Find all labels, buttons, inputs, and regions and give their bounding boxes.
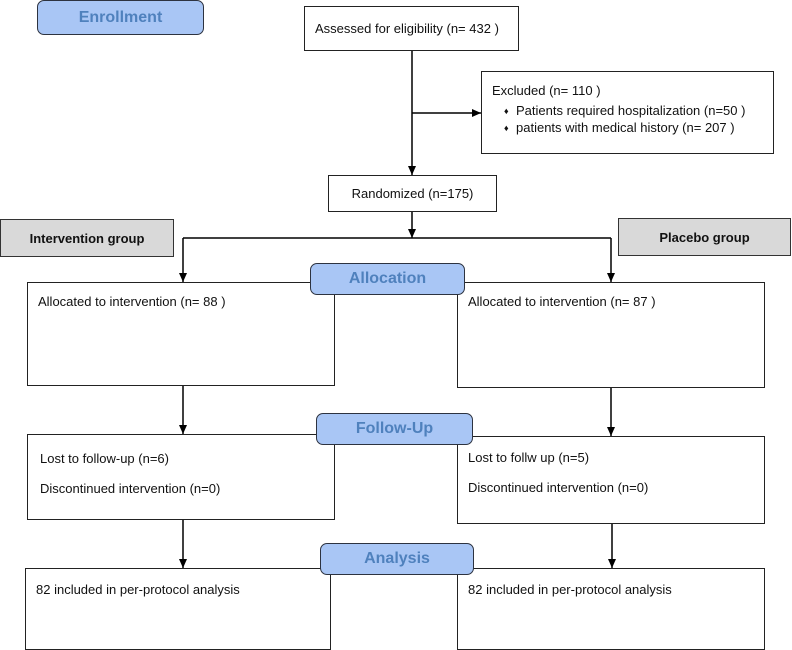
excluded-item: patients with medical history (n= 207 ) xyxy=(504,119,773,137)
randomized-text: Randomized (n=175) xyxy=(351,185,474,201)
excluded-box: Excluded (n= 110 ) Patients required hos… xyxy=(481,71,774,154)
right-allocation-box: Allocated to intervention (n= 87 ) xyxy=(457,282,765,388)
left-analysis-text: 82 included in per-protocol analysis xyxy=(36,582,240,597)
left-discontinued-text: Discontinued intervention (n=0) xyxy=(40,480,221,496)
stage-enrollment-label: Enrollment xyxy=(78,8,163,26)
left-allocation-text: Allocated to intervention (n= 88 ) xyxy=(38,294,226,309)
randomized-box: Randomized (n=175) xyxy=(328,175,497,212)
right-followup-box: Lost to follw up (n=5) Discontinued inte… xyxy=(457,436,765,524)
right-analysis-text: 82 included in per-protocol analysis xyxy=(468,582,672,597)
right-analysis-box: 82 included in per-protocol analysis xyxy=(457,568,765,650)
left-followup-box: Lost to follow-up (n=6) Discontinued int… xyxy=(27,434,335,520)
placebo-group-label: Placebo group xyxy=(618,218,791,256)
excluded-item: Patients required hospitalization (n=50 … xyxy=(504,102,773,120)
left-lost-text: Lost to follow-up (n=6) xyxy=(40,451,169,466)
stage-follow-up-label: Follow-Up xyxy=(355,420,434,437)
left-allocation-box: Allocated to intervention (n= 88 ) xyxy=(27,282,335,386)
excluded-list: Patients required hospitalization (n=50 … xyxy=(492,102,773,137)
right-lost-text: Lost to follw up (n=5) xyxy=(468,450,590,465)
assessed-text: Assessed for eligibility (n= 432 ) xyxy=(315,20,499,36)
assessed-box: Assessed for eligibility (n= 432 ) xyxy=(304,6,519,51)
stage-analysis-label: Analysis xyxy=(364,550,430,567)
intervention-group-text: Intervention group xyxy=(29,230,145,246)
placebo-group-text: Placebo group xyxy=(659,229,750,245)
right-discontinued-text: Discontinued intervention (n=0) xyxy=(468,479,649,495)
stage-allocation: Allocation xyxy=(310,263,465,295)
stage-follow-up: Follow-Up xyxy=(316,413,473,445)
left-analysis-box: 82 included in per-protocol analysis xyxy=(25,568,331,650)
intervention-group-label: Intervention group xyxy=(0,219,174,257)
stage-analysis: Analysis xyxy=(320,543,474,575)
right-allocation-text: Allocated to intervention (n= 87 ) xyxy=(468,294,656,309)
stage-enrollment: Enrollment xyxy=(37,0,204,35)
stage-allocation-label: Allocation xyxy=(348,270,427,287)
excluded-title: Excluded (n= 110 ) xyxy=(492,83,601,98)
